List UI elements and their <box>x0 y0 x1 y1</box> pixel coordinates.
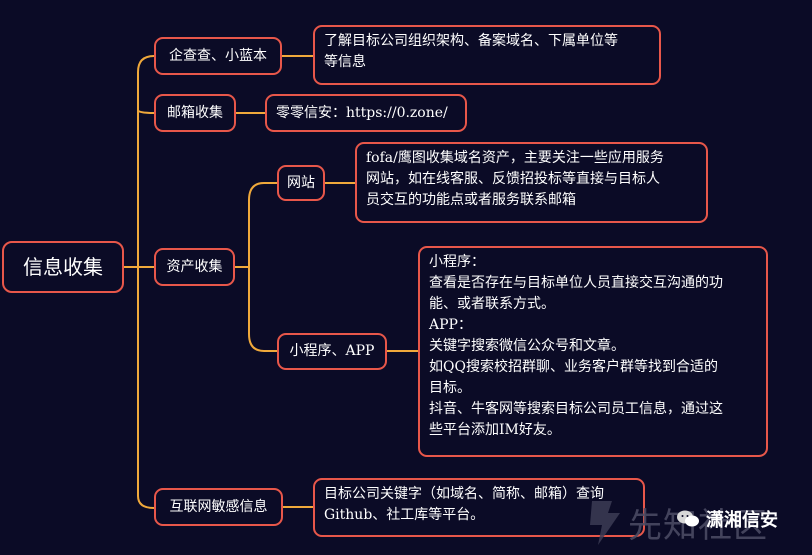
watermark-account: 潇湘信安 <box>676 506 778 532</box>
branch-qichacha: 企查查、小蓝本 <box>154 37 282 75</box>
detail-sensitive: 目标公司关键字（如域名、简称、邮箱）查询 Github、社工库等平台。 <box>313 478 645 537</box>
root-node: 信息收集 <box>2 241 124 293</box>
wechat-icon <box>677 510 699 527</box>
branch-sensitive: 互联网敏感信息 <box>154 488 283 526</box>
connector-website <box>248 182 278 201</box>
xianzhi-logo-icon <box>590 501 620 545</box>
watermark-site-text: 先知社区 <box>628 505 768 546</box>
detail-miniapp: 小程序： 查看是否存在与目标单位人员直接交互沟通的功 能、或者联系方式。 APP… <box>418 246 768 457</box>
connector-trunk <box>137 55 155 509</box>
detail-qichacha: 了解目标公司组织架构、备案域名、下属单位等 等信息 <box>313 25 661 85</box>
branch-miniapp: 小程序、APP <box>277 333 387 370</box>
detail-email: 零零信安：https://0.zone/ <box>265 94 467 132</box>
detail-website: fofa/鹰图收集域名资产，主要关注一些应用服务 网站，如在线客服、反馈招投标等… <box>355 142 708 223</box>
branch-email: 邮箱收集 <box>154 94 236 132</box>
branch-assets: 资产收集 <box>154 248 235 286</box>
connector-email <box>137 109 155 114</box>
branch-website: 网站 <box>277 165 325 201</box>
connector-miniapp <box>248 199 278 352</box>
watermark-account-text: 潇湘信安 <box>706 510 778 531</box>
watermark-site: 先知社区 <box>586 497 768 547</box>
